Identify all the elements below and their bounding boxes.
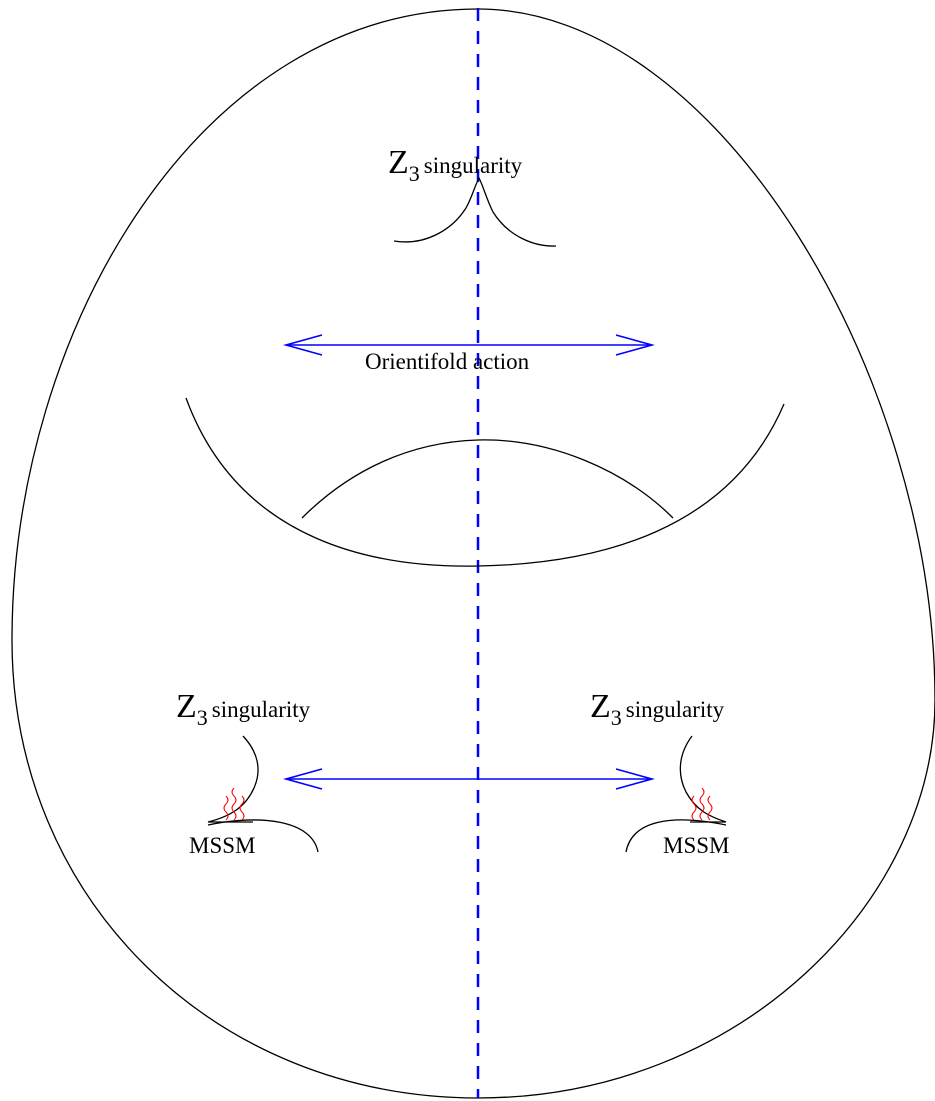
right-mssm-surface — [625, 819, 727, 853]
top-singularity-cusp — [393, 176, 557, 247]
left-mssm-surface — [207, 819, 319, 853]
right-singularity-label: Z3 singularity — [590, 690, 724, 729]
right-singularity-branch — [679, 735, 727, 823]
right-z-symbol: Z — [590, 688, 611, 725]
bowl-outer-arc — [185, 397, 785, 567]
right-strings — [691, 787, 713, 821]
orientifold-arrow — [283, 334, 655, 356]
top-z-symbol: Z — [388, 144, 409, 181]
right-z-subscript: 3 — [610, 705, 622, 730]
right-singularity-text: singularity — [625, 697, 725, 722]
bowl-inner-arc — [301, 439, 674, 519]
left-singularity-branch — [207, 735, 259, 823]
left-z-symbol: Z — [176, 688, 197, 725]
left-z-subscript: 3 — [196, 705, 208, 730]
mssm-left-label: MSSM — [189, 833, 256, 858]
top-singularity-label: Z3 singularity — [388, 146, 522, 185]
mssm-right-label: MSSM — [663, 833, 730, 858]
mirror-arrow — [283, 768, 655, 790]
orientifold-action-label: Orientifold action — [365, 349, 530, 374]
top-singularity-text: singularity — [423, 153, 523, 178]
left-singularity-text: singularity — [211, 697, 311, 722]
top-z-subscript: 3 — [408, 161, 420, 186]
left-strings — [223, 787, 245, 821]
left-singularity-label: Z3 singularity — [176, 690, 310, 729]
